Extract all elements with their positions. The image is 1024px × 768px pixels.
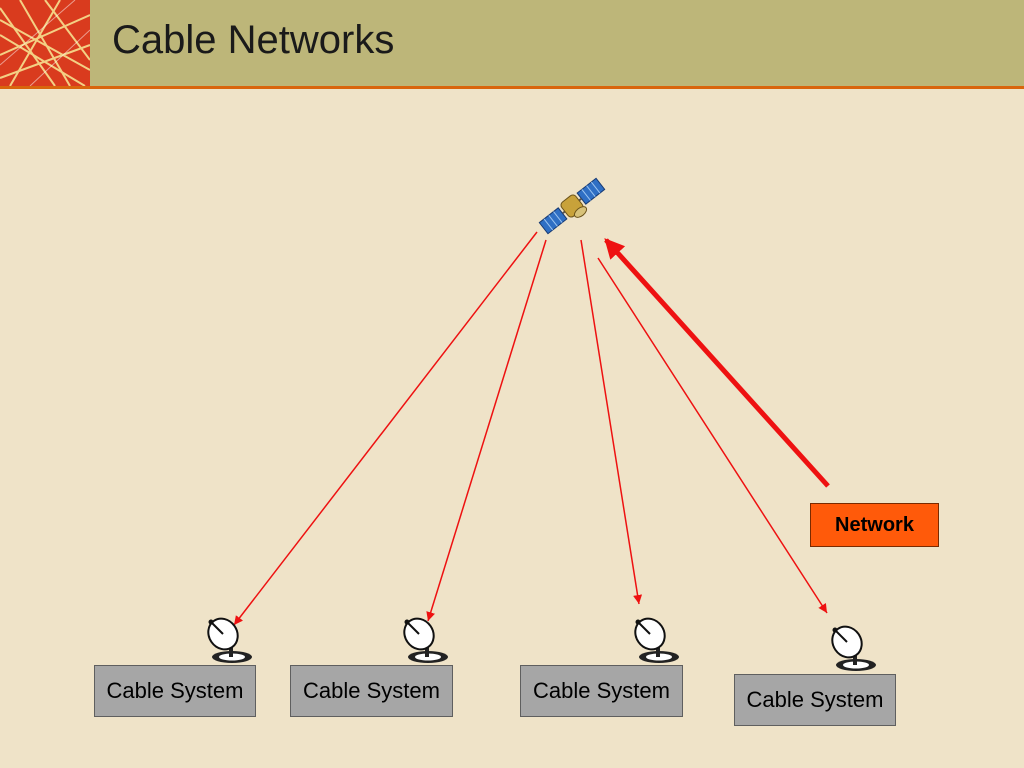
downlink-arrow-2 [426,239,547,622]
satellite-dish-icon [634,617,679,663]
cable-system-box: Cable System [520,665,683,717]
cable-system-box: Cable System [94,665,256,717]
cable-system-box: Cable System [290,665,453,717]
downlink-arrow-4 [597,257,828,614]
downlink-arrow-1 [233,231,538,626]
downlink-arrow-3 [580,239,643,605]
title-bar: Cable Networks [0,0,1024,89]
uplink-arrow [604,238,830,488]
network-box: Network [810,503,939,547]
satellite-dish-icon [403,617,448,663]
satellite-dish-icon [831,625,876,671]
cable-system-box: Cable System [734,674,896,726]
network-lines-logo-icon [0,0,90,86]
satellite-dish-icon [207,617,252,663]
satellite-icon [538,177,606,235]
slide-title: Cable Networks [112,18,395,62]
